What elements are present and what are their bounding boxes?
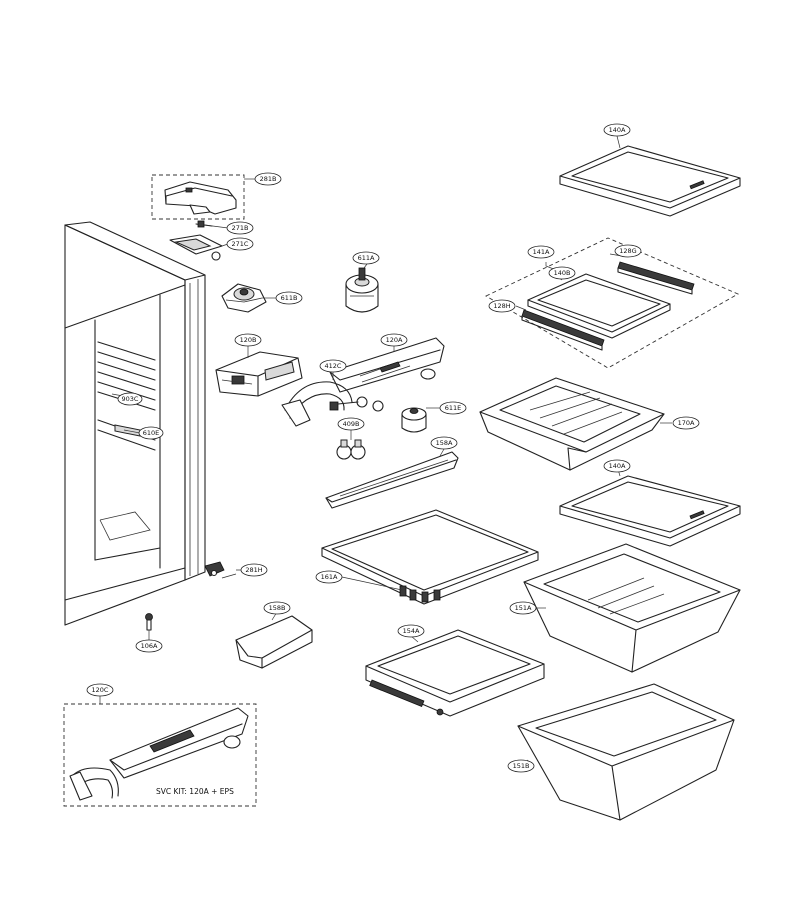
callout-label: 611A [358, 254, 375, 262]
callout-label: 611E [445, 404, 462, 412]
callout-610E: 610E [138, 426, 164, 440]
callout-label: 141A [533, 248, 550, 256]
refrigerator-cabinet [64, 221, 237, 626]
callout-label: 151B [513, 762, 530, 770]
part-120B [215, 351, 303, 397]
callout-120C: 120C [86, 683, 114, 697]
callout-412C: 412C [319, 359, 347, 373]
callout-161A: 161A [315, 570, 343, 584]
callout-label: 158B [269, 604, 286, 612]
part-158B [235, 615, 313, 669]
callout-label: 170A [678, 419, 695, 427]
callout-label: 610E [143, 429, 160, 437]
callout-140A-top: 140A [603, 123, 631, 137]
callout-611A: 611A [352, 251, 380, 265]
callout-611E: 611E [439, 401, 467, 415]
part-271C [169, 234, 223, 261]
callout-label: 154A [403, 627, 420, 635]
part-140A-top [559, 145, 741, 217]
callout-141A: 141A [527, 245, 555, 259]
callout-154A: 154A [397, 624, 425, 638]
callout-120A: 120A [380, 333, 408, 347]
part-154A [365, 629, 545, 717]
part-106A [145, 613, 153, 631]
callout-label: 412C [325, 362, 342, 370]
callout-281H: 281H [240, 563, 268, 577]
part-140A-mid [559, 475, 741, 547]
callout-611B: 611B [275, 291, 303, 305]
callout-label: 120B [240, 336, 257, 344]
callout-label: 151A [515, 604, 532, 612]
callout-140B: 140B [548, 266, 576, 280]
part-409B [336, 439, 366, 460]
part-120C-group: SVC KIT: 120A + EPS [63, 703, 257, 807]
callout-158B: 158B [263, 601, 291, 615]
callout-label: 271B [232, 224, 249, 232]
callout-170A: 170A [672, 416, 700, 430]
callout-label: 281H [245, 566, 262, 574]
callout-label: 281B [260, 175, 277, 183]
part-611E [401, 407, 427, 433]
callout-label: 271C [232, 240, 249, 248]
part-611A [345, 267, 379, 313]
callout-281B: 281B [254, 172, 282, 186]
part-141A-group [485, 237, 740, 369]
callout-106A: 106A [135, 639, 163, 653]
part-128H [521, 309, 605, 351]
part-128G [617, 261, 695, 295]
part-151A [523, 543, 741, 673]
callout-label: 903C [122, 395, 139, 403]
callout-151B: 151B [507, 759, 535, 773]
part-281B-group [151, 174, 245, 220]
part-120A [329, 337, 445, 393]
part-161A [321, 509, 539, 605]
callout-label: 409B [343, 420, 360, 428]
part-151B [517, 683, 735, 821]
callout-label: 120A [386, 336, 403, 344]
svc-kit-note: SVC KIT: 120A + EPS [156, 787, 234, 796]
callout-label: 140A [609, 462, 626, 470]
callout-label: 120C [92, 686, 109, 694]
part-611B [221, 283, 267, 313]
callout-903C: 903C [117, 392, 143, 406]
callout-label: 106A [141, 642, 158, 650]
callout-label: 161A [321, 573, 338, 581]
callout-128G: 128G [614, 244, 642, 258]
callout-label: 128H [493, 302, 510, 310]
callout-120B: 120B [234, 333, 262, 347]
callout-140A-mid: 140A [603, 459, 631, 473]
callout-128H: 128H [488, 299, 516, 313]
part-140B [527, 273, 671, 339]
callout-label: 158A [436, 439, 453, 447]
callout-158A: 158A [430, 436, 458, 450]
callout-409B: 409B [337, 417, 365, 431]
part-170A [479, 377, 665, 471]
part-271B [195, 220, 213, 228]
callout-label: 140A [609, 126, 626, 134]
callout-271B: 271B [226, 221, 254, 235]
part-412C [281, 381, 384, 427]
callout-label: 611B [281, 294, 298, 302]
callout-151A: 151A [509, 601, 537, 615]
callout-label: 128G [619, 247, 636, 255]
part-158A [325, 451, 459, 509]
callout-label: 140B [554, 269, 571, 277]
callout-271C: 271C [226, 237, 254, 251]
